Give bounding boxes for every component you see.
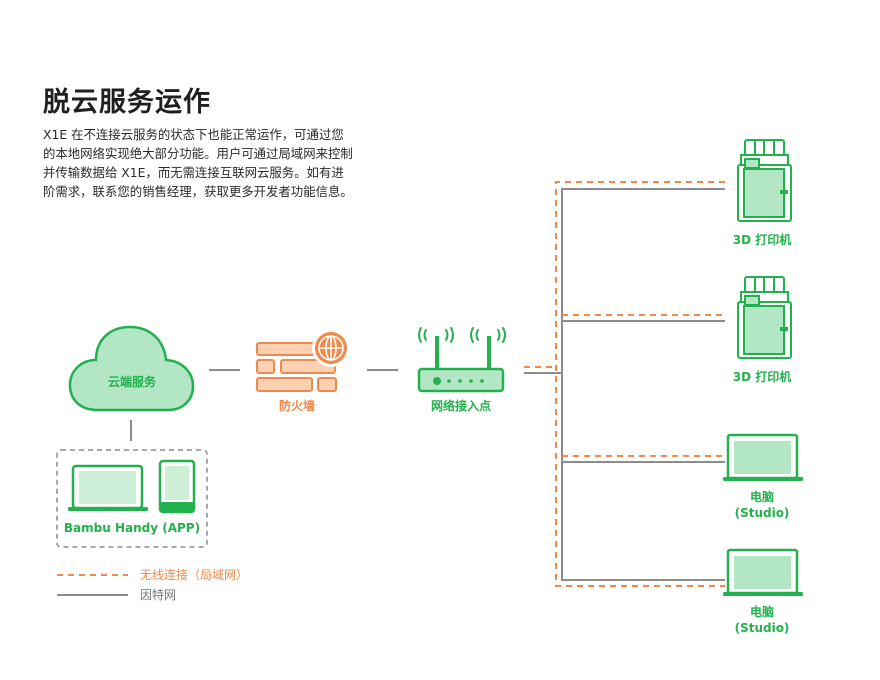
wlan-trunk [555,181,725,587]
globe-icon [312,329,350,367]
printer-label: 3D 打印机 [733,232,792,247]
phone-icon [158,459,196,514]
router-node: 网络接入点 [417,327,506,413]
pc-node: 电脑 (Studio) [723,548,803,635]
description-line: X1E 在不连接云服务的状态下也能正常运作，可通过您 [43,127,344,142]
legend: 无线连接（局域网） 因特网 [57,567,248,602]
cloud-node: 云端服务 [68,325,195,412]
internet-lines [130,188,725,581]
router-icon [417,327,506,393]
pc-node: 电脑 (Studio) [723,433,803,520]
pc-label: 电脑 [750,489,774,504]
line-trunk [561,188,725,581]
description-line: 并传输数据给 X1E，而无需连接互联网云服务。如有进 [43,165,344,180]
description-line: 的本地网络实现绝大部分功能。用户可通过局域网来控制 [43,146,353,161]
printer-node: 3D 打印机 [733,276,792,384]
firewall-label: 防火墙 [279,398,315,413]
printer-node: 3D 打印机 [733,139,792,247]
description-line: 阶需求，联系您的销售经理，获取更多开发者功能信息。 [43,184,353,199]
firewall-icon [256,342,337,392]
printer-label: 3D 打印机 [733,369,792,384]
laptop-icon [723,433,803,481]
router-label: 网络接入点 [431,398,491,413]
printer-icon [737,276,792,359]
cloud-icon [68,325,195,412]
printer-icon [737,139,792,222]
pc-sublabel: (Studio) [735,621,790,635]
pc-sublabel: (Studio) [735,506,790,520]
description: X1E 在不连接云服务的状态下也能正常运作，可通过您 的本地网络实现绝大部分功能… [43,125,388,201]
laptop-icon [723,548,803,596]
app-dashed-frame [56,449,208,548]
legend-label-internet: 因特网 [140,587,176,602]
legend-label-wireless: 无线连接（局域网） [140,567,248,582]
laptop-icon [68,464,148,511]
cloud-label: 云端服务 [108,374,157,389]
pc-label: 电脑 [750,604,774,619]
firewall-node: 防火墙 [256,329,350,413]
wireless-lines [524,181,725,587]
app-label: Bambu Handy (APP) [64,521,200,535]
wifi-signal-icon [418,327,506,343]
app-node: Bambu Handy (APP) [56,449,208,548]
page-title: 脱云服务运作 [43,87,211,118]
